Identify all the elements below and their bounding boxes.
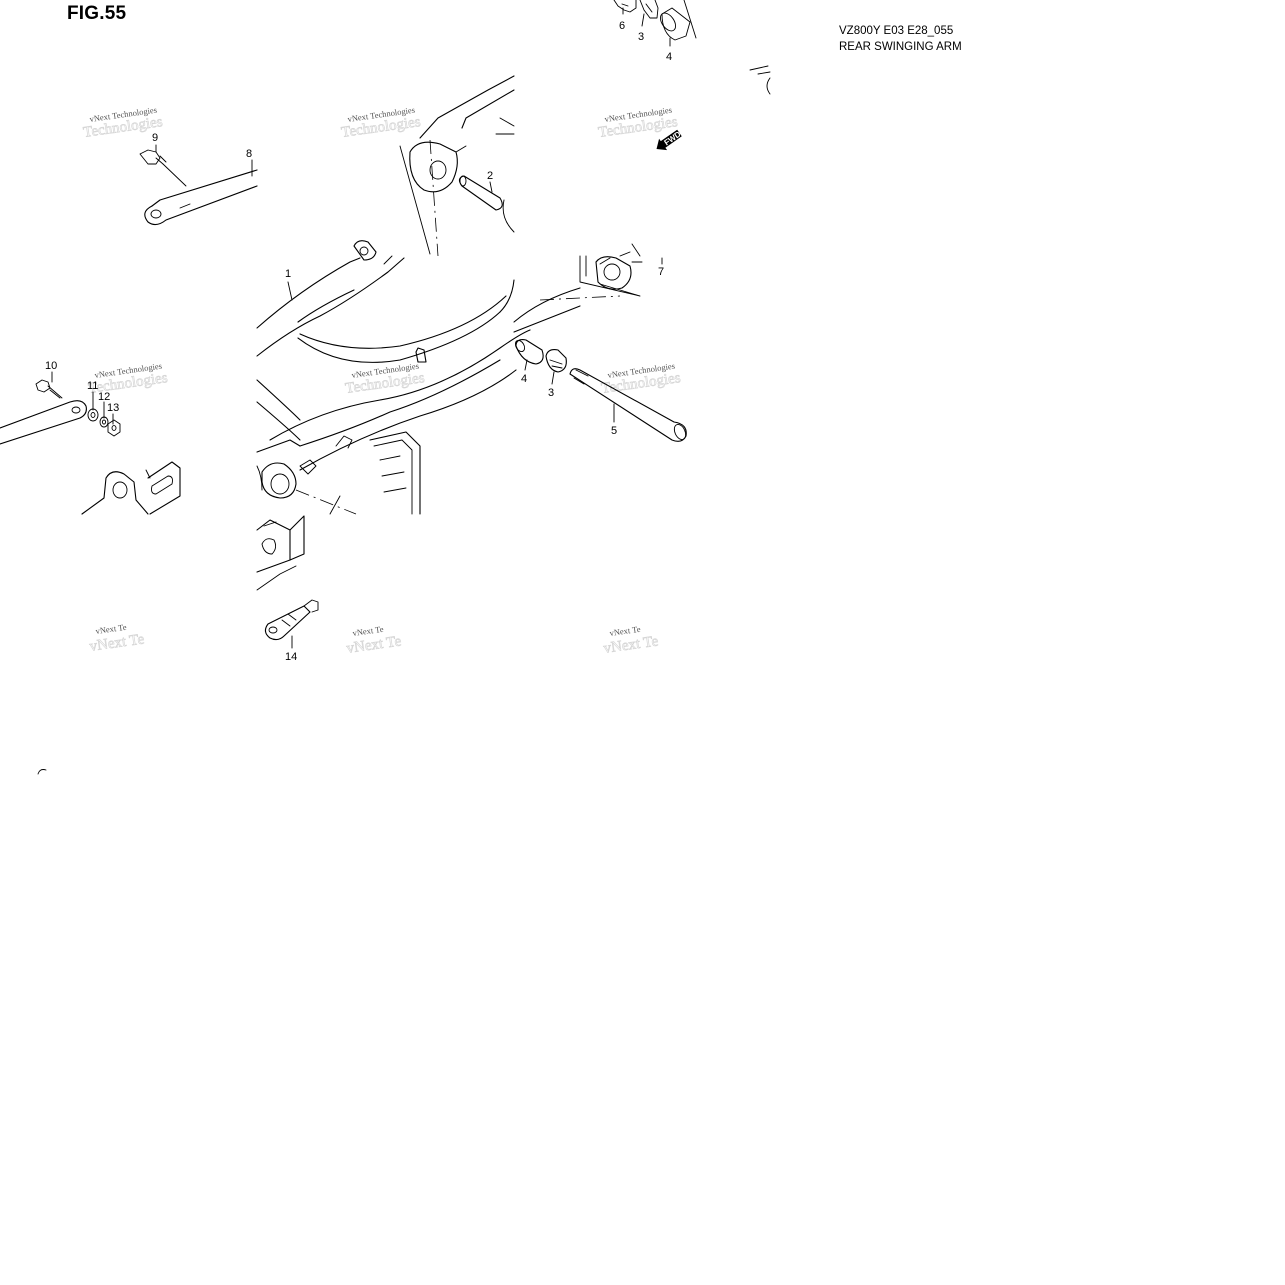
svg-text:vNext Te: vNext Te [609,624,641,638]
callout-3: 3 [638,31,644,43]
part-title: REAR SWINGING ARM [839,41,962,53]
callout-5: 5 [611,425,617,437]
callout-9: 9 [152,132,158,144]
fwd-label: FWD [662,129,682,147]
frame-edge [513,305,581,333]
frame-edge-fragment [749,65,771,95]
part-14-chain-adjuster [264,599,319,641]
model-code: VZ800Y E03 E28_055 [839,25,954,37]
part-7-pivot-block [579,243,643,297]
callout-14: 14 [285,651,297,663]
callout-1: 1 [285,268,291,280]
part-2-spacer-tube [458,175,503,211]
part-5-pivot-shaft [569,368,687,442]
stray-mark [37,769,47,775]
callout-4-mid: 4 [521,373,527,385]
right-axle-bracket [256,515,305,591]
callout-6: 6 [619,20,625,32]
part-12-washer [99,416,109,428]
svg-text:vNext Te: vNext Te [95,622,127,636]
callout-7: 7 [658,266,664,278]
part-3-bearing-top [639,0,659,19]
callout-13: 13 [107,402,119,414]
part-4-collar-mid [514,339,544,365]
part-13-nut [107,419,121,437]
part-10-bolt [35,379,63,399]
part-1-swingarm [256,240,531,499]
alignment-line [539,295,621,301]
figure-number: FIG.55 [67,3,127,24]
svg-text:vNext Te: vNext Te [352,624,384,638]
callout-11: 11 [87,380,98,392]
watermark: Technologies vNext Technologies [597,105,679,142]
watermark: vNext Te vNext Te [88,622,146,656]
callout-4: 4 [666,51,672,63]
part-11-washer [87,408,99,422]
part-6-nut [613,0,637,13]
callout-3-mid: 3 [548,387,554,399]
watermark: Technologies vNext Technologies [600,361,682,398]
part-4-collar-top [659,0,697,41]
callout-labels: 1 2 3 4 5 6 7 8 9 10 11 12 13 14 3 4 [45,20,672,663]
callout-12: 12 [98,391,110,403]
part-10-torque-arm [0,400,87,445]
watermark: Technologies vNext Technologies [340,105,422,142]
watermark-group: Technologies vNext Technologies Technolo… [82,105,682,658]
watermark: vNext Te vNext Te [602,624,660,658]
part-8-torque-link [144,169,258,226]
part-9-bolt [139,149,187,187]
alignment-line [295,489,357,515]
callout-10: 10 [45,360,57,372]
left-axle-bracket [81,461,181,515]
callout-2: 2 [487,170,493,182]
chain-case [329,431,421,515]
watermark: vNext Te vNext Te [345,624,403,658]
part-3-bearing-mid [545,349,567,373]
alignment-line [429,139,439,257]
leader-lines [51,7,671,649]
callout-8: 8 [246,148,252,160]
frame-edge [513,287,581,323]
frame-upper [399,75,515,255]
